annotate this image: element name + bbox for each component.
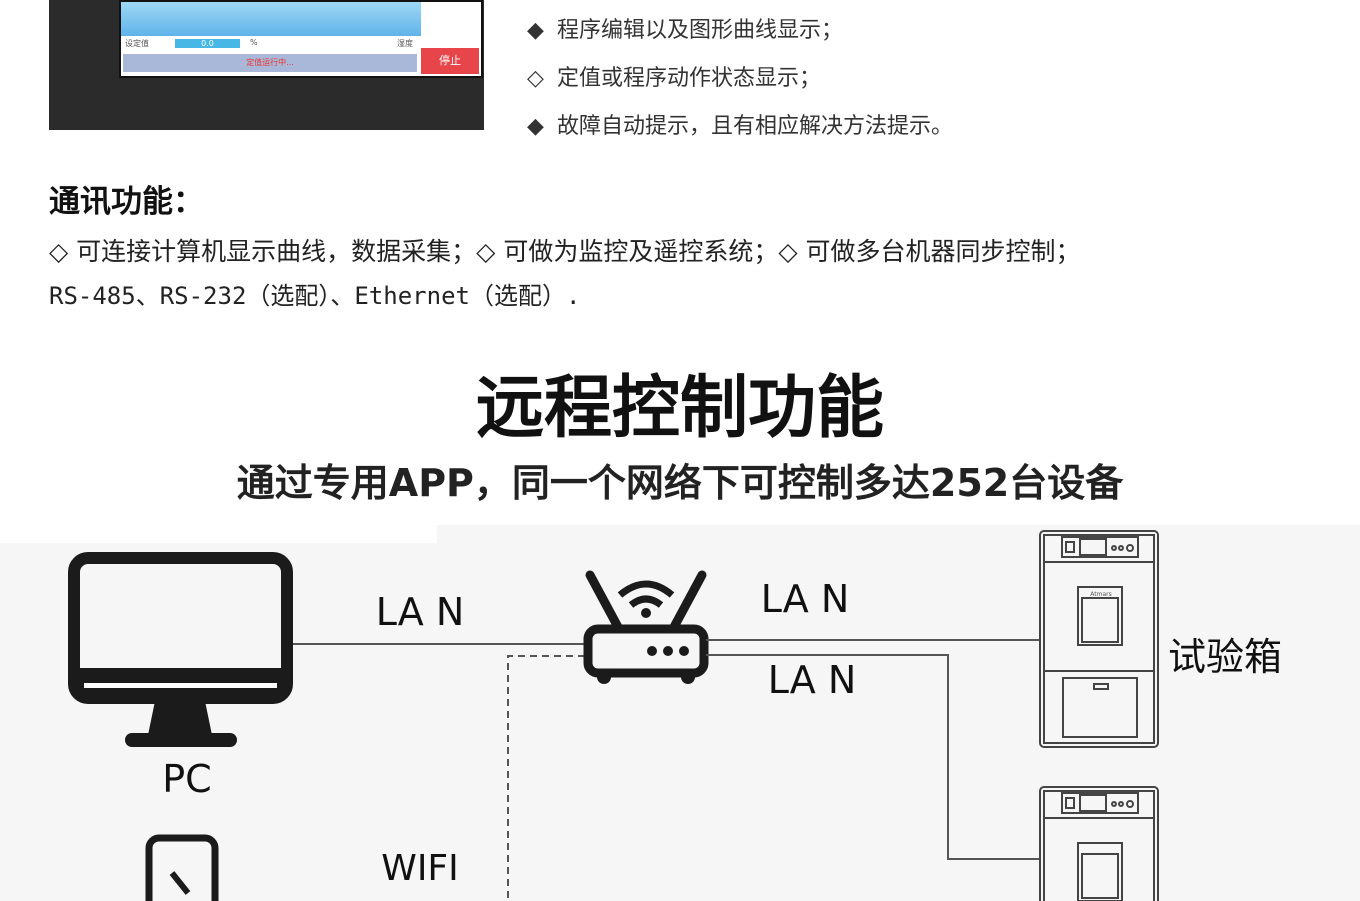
stop-button: 停止 bbox=[421, 48, 479, 74]
feature-text: 定值或程序动作状态显示； bbox=[557, 66, 822, 91]
lan-bottom-label: LA N bbox=[768, 658, 857, 702]
humidity-label: 湿度 bbox=[397, 39, 413, 48]
feature-text: 程序编辑以及图形曲线显示； bbox=[557, 18, 844, 43]
hollow-diamond-icon: ◇ bbox=[527, 66, 544, 91]
chamber-label: 试验箱 bbox=[1168, 635, 1282, 679]
feature-item: ◆ 故障自动提示，且有相应解决方法提示。 bbox=[527, 108, 953, 140]
chamber-brand: Atmars bbox=[1090, 591, 1111, 598]
setpoint-value: 0.0 bbox=[175, 39, 240, 48]
monitor-icon bbox=[68, 552, 293, 747]
filled-diamond-icon: ◆ bbox=[527, 114, 544, 139]
feature-text: 故障自动提示，且有相应解决方法提示。 bbox=[557, 114, 954, 139]
feature-item: ◆ 程序编辑以及图形曲线显示； bbox=[527, 12, 843, 44]
network-diagram: PC LA N WIFI LA N LA N Atmars 试验箱 bbox=[0, 525, 1360, 901]
remote-title: 远程控制功能 bbox=[475, 369, 884, 448]
unit: % bbox=[250, 38, 258, 47]
communication-line-2: RS-485、RS-232（选配）、Ethernet（选配）. bbox=[49, 282, 581, 310]
controller-photo: 设定值 0.0 % 湿度 定值运行中... 停止 bbox=[49, 0, 484, 130]
wifi-label: WIFI bbox=[381, 848, 459, 889]
lan-pc-label: LA N bbox=[376, 590, 465, 634]
test-chamber-icon bbox=[1039, 530, 1159, 748]
lan-top-label: LA N bbox=[761, 577, 850, 621]
remote-subtitle: 通过专用APP，同一个网络下可控制多达252台设备 bbox=[236, 461, 1124, 505]
communication-line-1: ◇ 可连接计算机显示曲线，数据采集；◇ 可做为监控及遥控系统；◇ 可做多台机器同… bbox=[49, 237, 1081, 266]
router-icon bbox=[583, 570, 709, 684]
status-text: 定值运行中... bbox=[123, 54, 417, 72]
communication-heading: 通讯功能： bbox=[49, 184, 204, 220]
feature-item: ◇ 定值或程序动作状态显示； bbox=[527, 60, 821, 92]
test-chamber-icon bbox=[1039, 786, 1159, 901]
pc-label: PC bbox=[162, 757, 211, 801]
controller-screen: 设定值 0.0 % 湿度 定值运行中... 停止 bbox=[119, 0, 483, 78]
phone-icon bbox=[145, 834, 219, 901]
setpoint-label: 设定值 bbox=[125, 39, 149, 48]
filled-diamond-icon: ◆ bbox=[527, 18, 544, 43]
